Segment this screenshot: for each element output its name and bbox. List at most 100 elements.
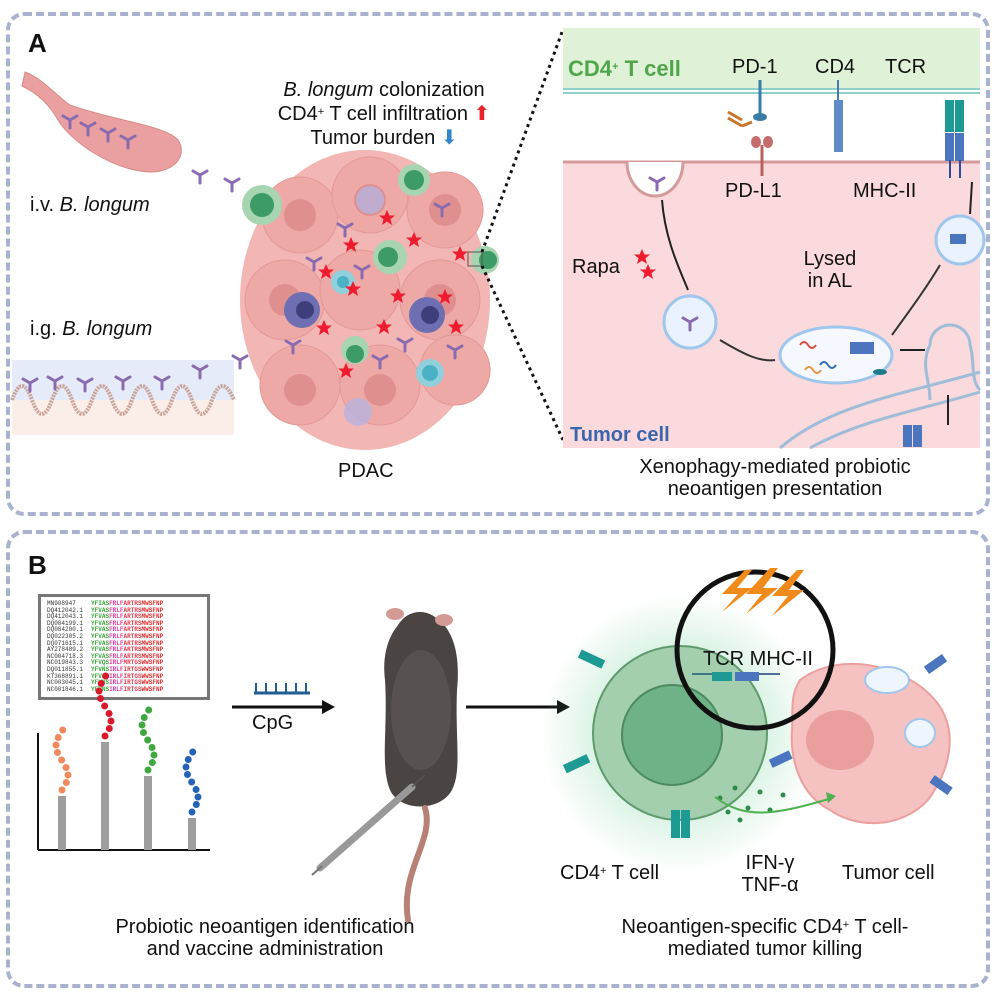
peptide-bar [58, 796, 66, 850]
panel-b-caption-right: Neoantigen-specific CD4+ T cell-mediated… [621, 916, 909, 960]
peptide-residue [105, 710, 113, 717]
peptide-residue [58, 786, 66, 794]
pd-l1-label: PD-L1 [725, 180, 782, 202]
peptide-residue [139, 729, 147, 736]
peptide-chart [37, 672, 210, 851]
peptide-residue [58, 756, 66, 764]
peptide-residue [189, 748, 197, 756]
alignment-sequence: YFVASFRLFARTRSMWSFNP [91, 632, 164, 640]
peptide-residue [192, 786, 200, 793]
peptide-residue [101, 732, 109, 740]
peptide-residue [192, 801, 200, 808]
intestine-icon [10, 360, 236, 435]
alignment-id: DQ084199.1 [47, 619, 84, 627]
panel-a-label: A [28, 28, 47, 58]
alignment-sequence: YFVASFRLFARTRSMWSFNP [91, 606, 164, 614]
alignment-id: DQ071615.1 [47, 639, 84, 647]
peptide-residue [145, 706, 153, 714]
alignment-id: NC003045.1 [47, 679, 84, 687]
cytokine-arrow [714, 796, 833, 814]
peptide-residue [188, 808, 196, 816]
inset-t-cell-label: CD4+ T cell [568, 56, 681, 81]
peptide-residue [105, 725, 113, 732]
iv-route-label: i.v. B. longum [30, 194, 150, 216]
effect-infiltration: CD4+ T cell infiltration ⬆ [277, 103, 491, 125]
alignment-id: KT368891.1 [47, 672, 84, 680]
alignment-sequence: YFVASFRLFARTRSMWSFNP [91, 626, 164, 634]
alignment-id: NC004718.3 [47, 652, 84, 660]
peptide-residue [150, 751, 158, 759]
zoom-tcr-label: TCR MHC-II [703, 648, 813, 670]
mouse-icon [384, 608, 458, 923]
tumor-cell-label: Tumor cell [842, 862, 935, 884]
tumor-mass-icon [240, 150, 499, 450]
peptide-residue [53, 749, 61, 756]
peptide-residue [184, 756, 192, 763]
peptide-residue [138, 721, 146, 729]
inset-tumor-cell-label: Tumor cell [570, 424, 670, 446]
peptide-residue [64, 771, 72, 779]
t-cell-label: CD4+ T cell [560, 862, 660, 884]
peptide-residue [95, 687, 103, 695]
cpg-icon [254, 683, 310, 695]
tumor-label: PDAC [338, 460, 394, 482]
peptide-residue [144, 766, 152, 774]
inset-synapse [563, 28, 986, 450]
peptide-residue [194, 793, 202, 801]
peptide-residue [144, 736, 152, 744]
peptide-residue [97, 680, 105, 687]
peptide-residue [107, 717, 115, 725]
alignment-id: MN908947 [47, 600, 76, 607]
receptor-tcr-label: TCR [885, 56, 927, 78]
panel-a [6, 12, 990, 516]
panel-b-label: B [28, 550, 47, 580]
ig-route-label: i.g. B. longum [30, 318, 153, 340]
mhc-ii-label: MHC-II [853, 180, 917, 202]
alignment-id: DQ022305.2 [47, 632, 84, 640]
peptide-residue [183, 771, 191, 778]
peptide-residue [101, 702, 109, 710]
alignment-sequence: YFVQSIRLFMRTGSWWSFNP [91, 659, 164, 667]
alignment-sequence: YFVASFRLFARTRSMWSFNP [91, 646, 164, 654]
peptide-residue [188, 778, 196, 786]
lightning-icon [722, 568, 804, 616]
zoom-line [480, 265, 566, 443]
alignment-id: NC001846.1 [47, 685, 84, 693]
alignment-sequence: YFVASFRLFARTRSMWSFNP [91, 652, 164, 660]
peptide-residue [54, 734, 62, 741]
down-arrow-icon: ⬇ [440, 127, 458, 149]
peptide-residue [96, 695, 104, 702]
peptide-residue [182, 763, 190, 771]
peptide-bar [144, 776, 152, 850]
blood-vessel-icon [21, 71, 182, 173]
peptide-residue [148, 759, 156, 766]
alignment-id: AY278489.2 [47, 646, 84, 654]
up-arrow-icon: ⬆ [473, 103, 491, 125]
effect-colonization: B. longum colonization [283, 79, 485, 101]
rapa-label: Rapa [572, 256, 620, 278]
effect-tumor-burden: Tumor burden ⬇ [310, 127, 458, 149]
alignment-id: DQ412042.1 [47, 606, 84, 614]
cpg-label: CpG [252, 712, 294, 734]
peptide-bar [101, 742, 109, 850]
panel-b [6, 530, 990, 988]
peptide-bar [188, 818, 196, 850]
peptide-residue [140, 714, 148, 721]
alignment-sequence: YFIASFRLFARTRSMWSFNP [91, 600, 164, 607]
alignment-sequence: YFVASFRLFARTRSMWSFNP [91, 619, 164, 627]
t-cell-icon [540, 593, 820, 873]
alignment-sequence: YFVASFRLFARTRSMWSFNP [91, 613, 164, 621]
peptide-residue [52, 741, 60, 749]
alignment-sequence: YFVNSIRLFIRTGSWWSFNP [91, 665, 164, 673]
synapse-zoom-circle [674, 569, 836, 731]
alignment-id: DQ084200.1 [47, 626, 84, 634]
alignment-id: DQ412043.1 [47, 613, 84, 621]
alignment-sequence: YFVASFRLFARTRSMWSFNP [91, 639, 164, 647]
tumor-effects: B. longum colonization CD4+ T cell infil… [234, 78, 534, 150]
